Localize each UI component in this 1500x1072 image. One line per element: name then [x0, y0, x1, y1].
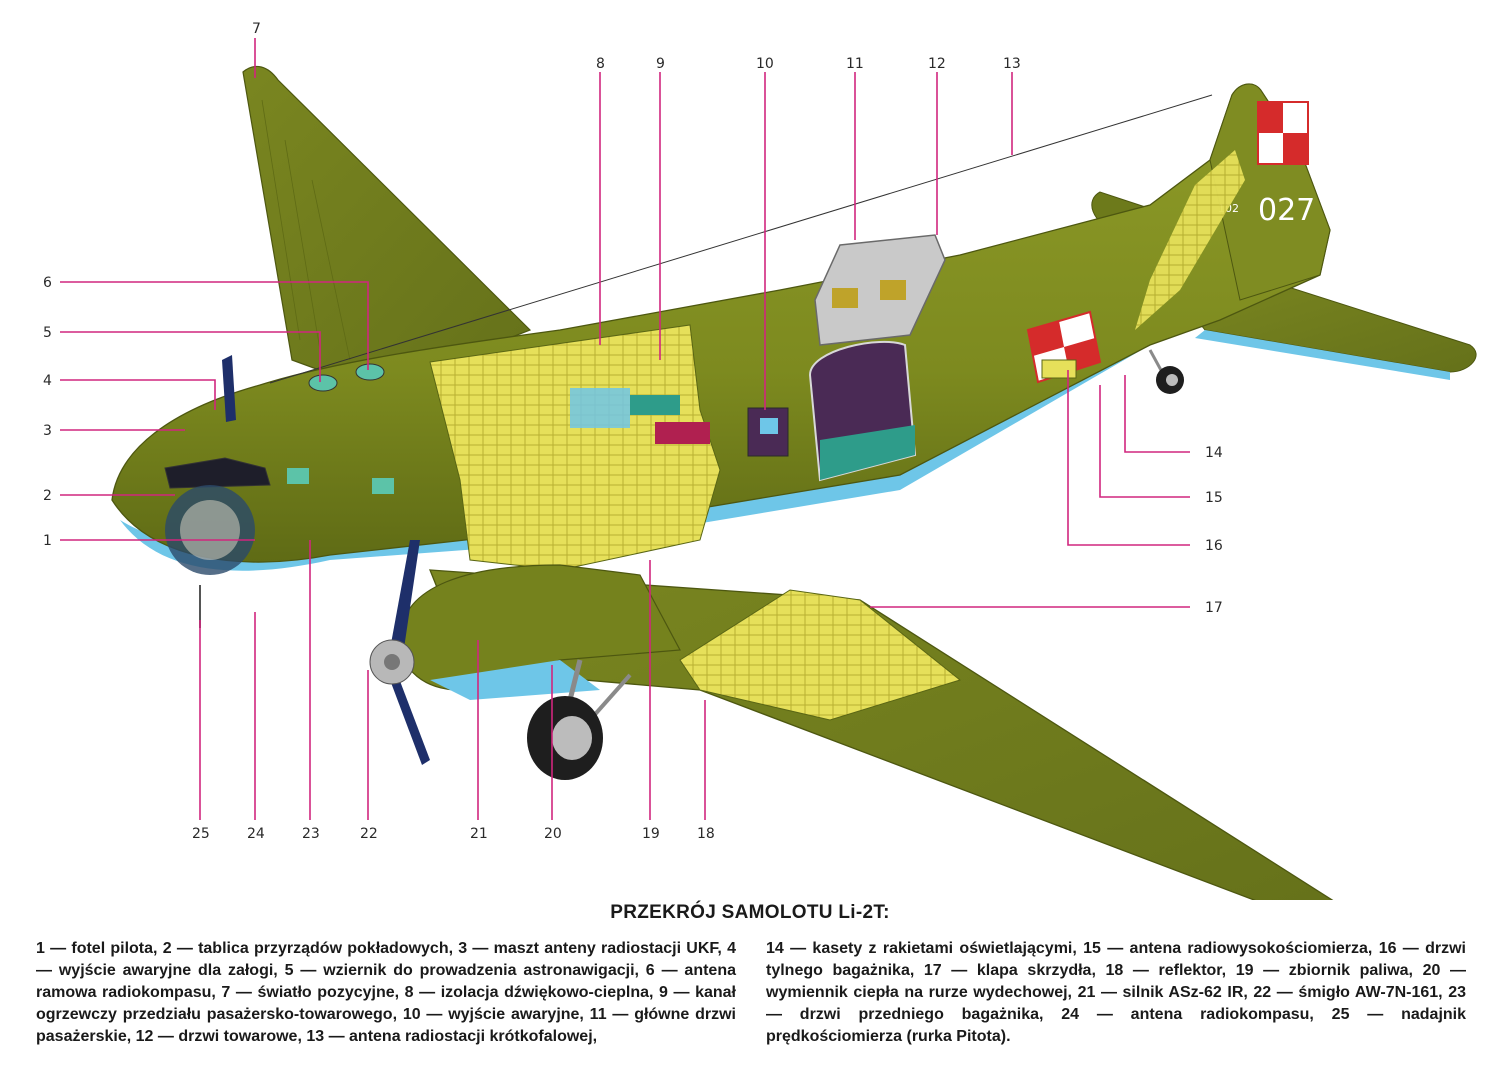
callout-17: 17: [1205, 600, 1223, 616]
legend: 1 — fotel pilota, 2 — tablica przyrządów…: [36, 938, 1466, 1048]
hf-antenna-wire: [269, 94, 1213, 384]
callout-16: 16: [1205, 538, 1223, 554]
legend-left-column: 1 — fotel pilota, 2 — tablica przyrządów…: [36, 940, 736, 1045]
callout-14: 14: [1205, 445, 1223, 461]
cockpit-windows: [164, 457, 271, 489]
callout-5: 5: [43, 325, 52, 341]
callout-numbers: 7 8 9 10 11 12 13 6 5 4 3 2 1 14 15 16 1…: [43, 21, 1223, 842]
astrodome: [308, 374, 338, 392]
engine-nacelle: [399, 564, 681, 691]
fuselage-insignia: [1026, 310, 1102, 384]
tail-wheel: [1148, 349, 1184, 394]
callout-22: 22: [360, 826, 378, 842]
aircraft-cutaway-diagram: 10 2 027: [43, 21, 1477, 900]
callout-3: 3: [43, 423, 52, 439]
callout-13: 13: [1003, 56, 1021, 72]
callout-24: 24: [247, 826, 265, 842]
tail-cutaway: [1135, 150, 1245, 330]
callout-lines: [60, 38, 1190, 820]
wing-cutaway: [679, 589, 962, 721]
callout-18: 18: [697, 826, 715, 842]
cabin-cutaway: [429, 324, 721, 571]
legend-right-column: 14 — kasety z rakietami oświetlającymi, …: [766, 940, 1466, 1045]
callout-15: 15: [1205, 490, 1223, 506]
callout-1: 1: [43, 533, 52, 549]
callout-23: 23: [302, 826, 320, 842]
callout-12: 12: [928, 56, 946, 72]
main-landing-gear: [527, 659, 632, 780]
upper-wing: [242, 65, 532, 386]
upper-propeller: [222, 355, 236, 422]
propeller: [369, 540, 430, 765]
callout-7: 7: [252, 21, 261, 37]
callout-9: 9: [656, 56, 665, 72]
caption-title: PRZEKRÓJ SAMOLOTU Li-2T:: [610, 902, 890, 923]
callout-6: 6: [43, 275, 52, 291]
callout-4: 4: [43, 373, 52, 389]
tail-number: 027: [1258, 193, 1315, 228]
callout-2: 2: [43, 488, 52, 504]
callout-25: 25: [192, 826, 210, 842]
callout-19: 19: [642, 826, 660, 842]
callout-8: 8: [596, 56, 605, 72]
callout-10: 10: [756, 56, 774, 72]
callout-20: 20: [544, 826, 562, 842]
callout-11: 11: [846, 56, 864, 72]
fuselage: [111, 83, 1331, 563]
loop-antenna: [355, 363, 385, 381]
tail-insignia: [1257, 101, 1309, 165]
callout-21: 21: [470, 826, 488, 842]
